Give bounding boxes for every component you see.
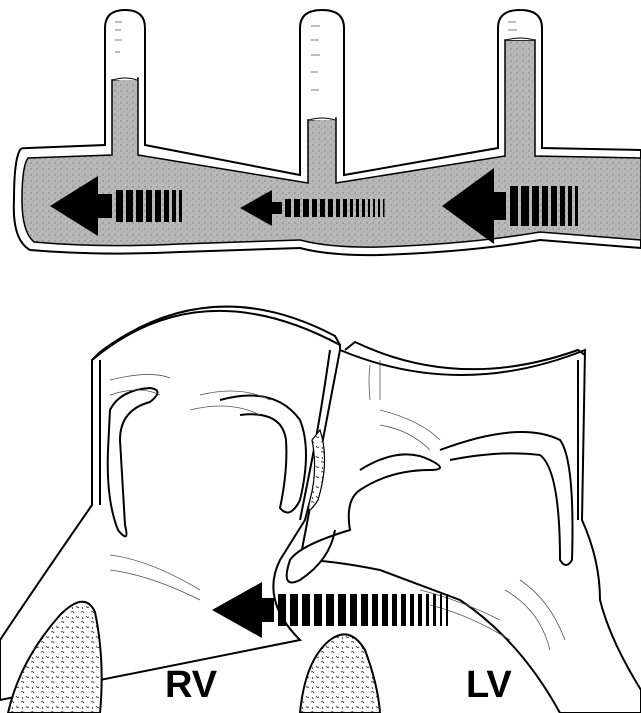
pipe-diagram [14, 10, 641, 255]
tube-empty-left [113, 18, 137, 80]
label-left-ventricle: LV [466, 664, 512, 706]
tube-empty-right [506, 18, 534, 40]
flow-arrow-icon [212, 582, 448, 638]
papillary-muscle-left [300, 634, 380, 713]
label-right-ventricle: RV [165, 664, 218, 706]
heart-diagram [0, 307, 641, 713]
tube-empty-middle [309, 18, 335, 120]
